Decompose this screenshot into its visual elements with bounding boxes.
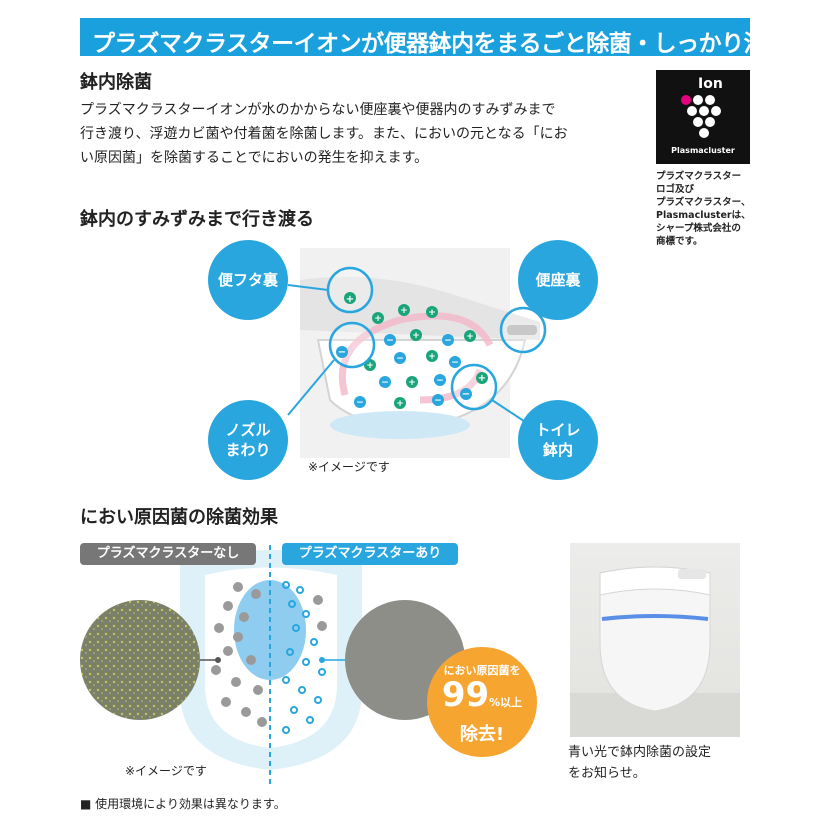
bubble-nozzle — [208, 400, 288, 480]
svg-text:−: − — [451, 358, 459, 368]
ion-particles: + + + − + − + + − + − − + − − + − — [354, 304, 476, 409]
product-photo — [570, 543, 740, 737]
svg-text:+: + — [408, 378, 416, 388]
badge-text: におい原因菌を 99%以上 除去! — [427, 662, 537, 746]
footnote: ■ 使用環境により効果は異なります。 — [80, 797, 286, 811]
description-line: 行き渡り、浮遊カビ菌や付着菌を除菌します。また、においの元となる「にお — [80, 126, 568, 142]
svg-text:−: − — [381, 378, 389, 388]
badge-unit: %以上 — [489, 696, 523, 709]
section-title-effect: におい原因菌の除菌効果 — [80, 507, 278, 528]
badge-line2: 除去! — [459, 724, 505, 745]
bubble-label-bowl: トイレ 鉢内 — [518, 420, 598, 460]
trademark-line: プラズマクラスター、 — [656, 197, 751, 208]
bubble-label-nozzle: ノズル まわり — [208, 420, 288, 460]
svg-text:+: + — [366, 361, 374, 371]
header-banner: プラズマクラスターイオンが便器鉢内をまるごと除菌・しっかり消臭 — [80, 18, 789, 57]
bubble-label-line: 鉢内 — [542, 441, 573, 459]
logo-brand-text: Plasmacluster — [671, 146, 735, 155]
svg-text:−: − — [436, 376, 444, 386]
description-line: プラズマクラスターイオンが水のかからない便座裏や便器内のすみずみまで — [80, 102, 556, 118]
svg-text:+: + — [346, 294, 354, 305]
svg-text:−: − — [386, 336, 394, 346]
svg-text:−: − — [462, 389, 470, 400]
description-text: プラズマクラスターイオンが水のかからない便座裏や便器内のすみずみまで 行き渡り、… — [80, 98, 640, 170]
logo-ion-text: Ion — [698, 76, 723, 92]
header-title: プラズマクラスターイオンが便器鉢内をまるごと除菌・しっかり消臭 — [92, 31, 789, 57]
section-title-bowl-sterilization: 鉢内除菌 — [80, 72, 152, 93]
trademark-line: Plasmaclusterは、 — [656, 210, 751, 221]
photo-caption-line: 青い光で鉢内除菌の設定 — [568, 745, 712, 760]
trademark-note: プラズマクラスター ロゴ及び プラズマクラスター、 Plasmaclusterは… — [656, 170, 766, 248]
bubble-label-seat-back: 便座裏 — [535, 271, 581, 289]
trademark-line: 商標です。 — [656, 236, 703, 247]
bubble-label-line: ノズル — [225, 421, 271, 439]
badge-percent: 99 — [441, 675, 490, 715]
svg-text:−: − — [396, 354, 404, 364]
plasmacluster-logo: Ion Plasmacluster — [656, 70, 750, 164]
bubble-label-lid-back: 便フタ裏 — [217, 271, 278, 289]
grape-dots-icon — [681, 95, 721, 138]
description-line: い原因菌」を除菌することでにおいの発生を抑えます。 — [80, 150, 429, 166]
trademark-line: シャープ株式会社の — [656, 223, 741, 234]
section-title-reach: 鉢内のすみずみまで行き渡る — [80, 209, 314, 230]
image-note-effect: ※イメージです — [125, 764, 207, 778]
bubble-label-line: トイレ — [535, 421, 581, 439]
svg-text:−: − — [356, 398, 364, 408]
badge-line1: におい原因菌を — [443, 664, 521, 677]
result-badge — [427, 647, 537, 757]
svg-text:+: + — [478, 373, 486, 384]
tag-without-plasmacluster: プラズマクラスターなし — [80, 543, 256, 565]
bubble-seat-back — [518, 240, 598, 320]
image-note-diagram: ※イメージです — [308, 460, 390, 474]
bubble-lid-back — [208, 240, 288, 320]
bubble-bowl — [518, 400, 598, 480]
tag-with-plasmacluster: プラズマクラスターあり — [282, 543, 458, 565]
photo-caption-line: をお知らせ。 — [568, 766, 646, 781]
svg-text:+: + — [396, 399, 404, 409]
svg-text:−: − — [444, 336, 452, 346]
svg-text:−: − — [434, 396, 442, 406]
photo-caption: 青い光で鉢内除菌の設定 をお知らせ。 — [568, 742, 768, 784]
svg-text:+: + — [400, 306, 408, 316]
svg-text:+: + — [428, 352, 436, 362]
trademark-line: プラズマクラスター — [656, 171, 742, 182]
svg-text:+: + — [466, 332, 474, 342]
svg-text:+: + — [428, 308, 436, 318]
trademark-line: ロゴ及び — [656, 184, 695, 195]
svg-text:−: − — [338, 347, 346, 358]
svg-text:+: + — [412, 331, 420, 341]
svg-text:+: + — [374, 314, 382, 324]
bubble-label-line: まわり — [225, 441, 271, 459]
toilet-product-image — [570, 566, 740, 737]
